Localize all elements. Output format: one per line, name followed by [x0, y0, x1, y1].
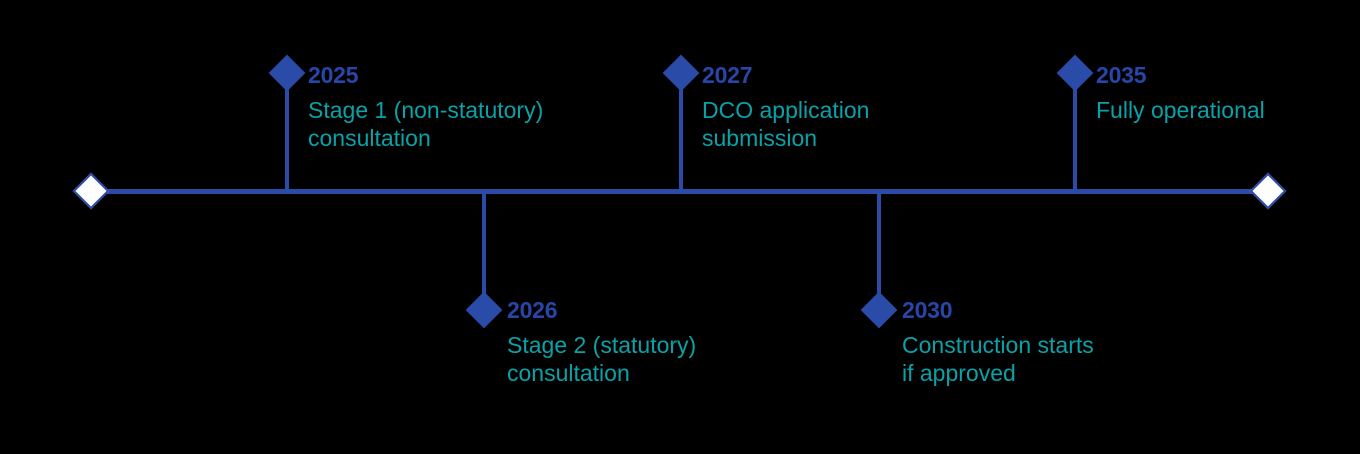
milestone-label-2025: 2025 Stage 1 (non-statutory) consultatio…	[308, 62, 543, 152]
milestone-description-2035: Fully operational	[1096, 96, 1265, 124]
connector-stem-2035	[1073, 84, 1077, 191]
milestone-marker-2025[interactable]	[268, 54, 306, 92]
milestone-label-2030: 2030 Construction starts if approved	[902, 297, 1094, 387]
timeline-start-diamond-icon	[72, 172, 110, 210]
milestone-year-2026: 2026	[507, 297, 558, 323]
milestone-year-2035: 2035	[1096, 62, 1147, 88]
milestone-marker-2027[interactable]	[662, 54, 700, 92]
milestone-year-2027: 2027	[702, 62, 753, 88]
milestone-label-2026: 2026 Stage 2 (statutory) consultation	[507, 297, 696, 387]
connector-stem-2026	[482, 193, 486, 303]
milestone-year-2025: 2025	[308, 62, 359, 88]
milestone-description-line: consultation	[507, 360, 630, 386]
milestone-description-line: submission	[702, 125, 818, 151]
milestone-label-2027: 2027 DCO application submission	[702, 62, 869, 152]
milestone-description-line: consultation	[308, 125, 431, 151]
milestone-description-line: Fully operational	[1096, 97, 1265, 123]
timeline-end-diamond-icon	[1249, 172, 1287, 210]
milestone-description-line: Stage 2 (statutory)	[507, 332, 697, 358]
milestone-marker-2026[interactable]	[465, 291, 503, 329]
milestone-description-2030: Construction starts if approved	[902, 331, 1094, 387]
milestone-description-2026: Stage 2 (statutory) consultation	[507, 331, 696, 387]
milestone-description-line: Stage 1 (non-statutory)	[308, 97, 544, 123]
milestone-marker-2035[interactable]	[1056, 54, 1094, 92]
connector-stem-2030	[877, 193, 881, 303]
milestone-label-2035: 2035 Fully operational	[1096, 62, 1265, 124]
milestone-description-line: Construction starts	[902, 332, 1094, 358]
milestone-description-2027: DCO application submission	[702, 96, 869, 152]
milestone-marker-2030[interactable]	[860, 291, 898, 329]
milestone-description-2025: Stage 1 (non-statutory) consultation	[308, 96, 543, 152]
milestone-description-line: DCO application	[702, 97, 870, 123]
milestone-description-line: if approved	[902, 360, 1016, 386]
connector-stem-2027	[679, 84, 683, 191]
connector-stem-2025	[285, 84, 289, 191]
milestone-year-2030: 2030	[902, 297, 953, 323]
timeline-axis	[88, 189, 1268, 194]
